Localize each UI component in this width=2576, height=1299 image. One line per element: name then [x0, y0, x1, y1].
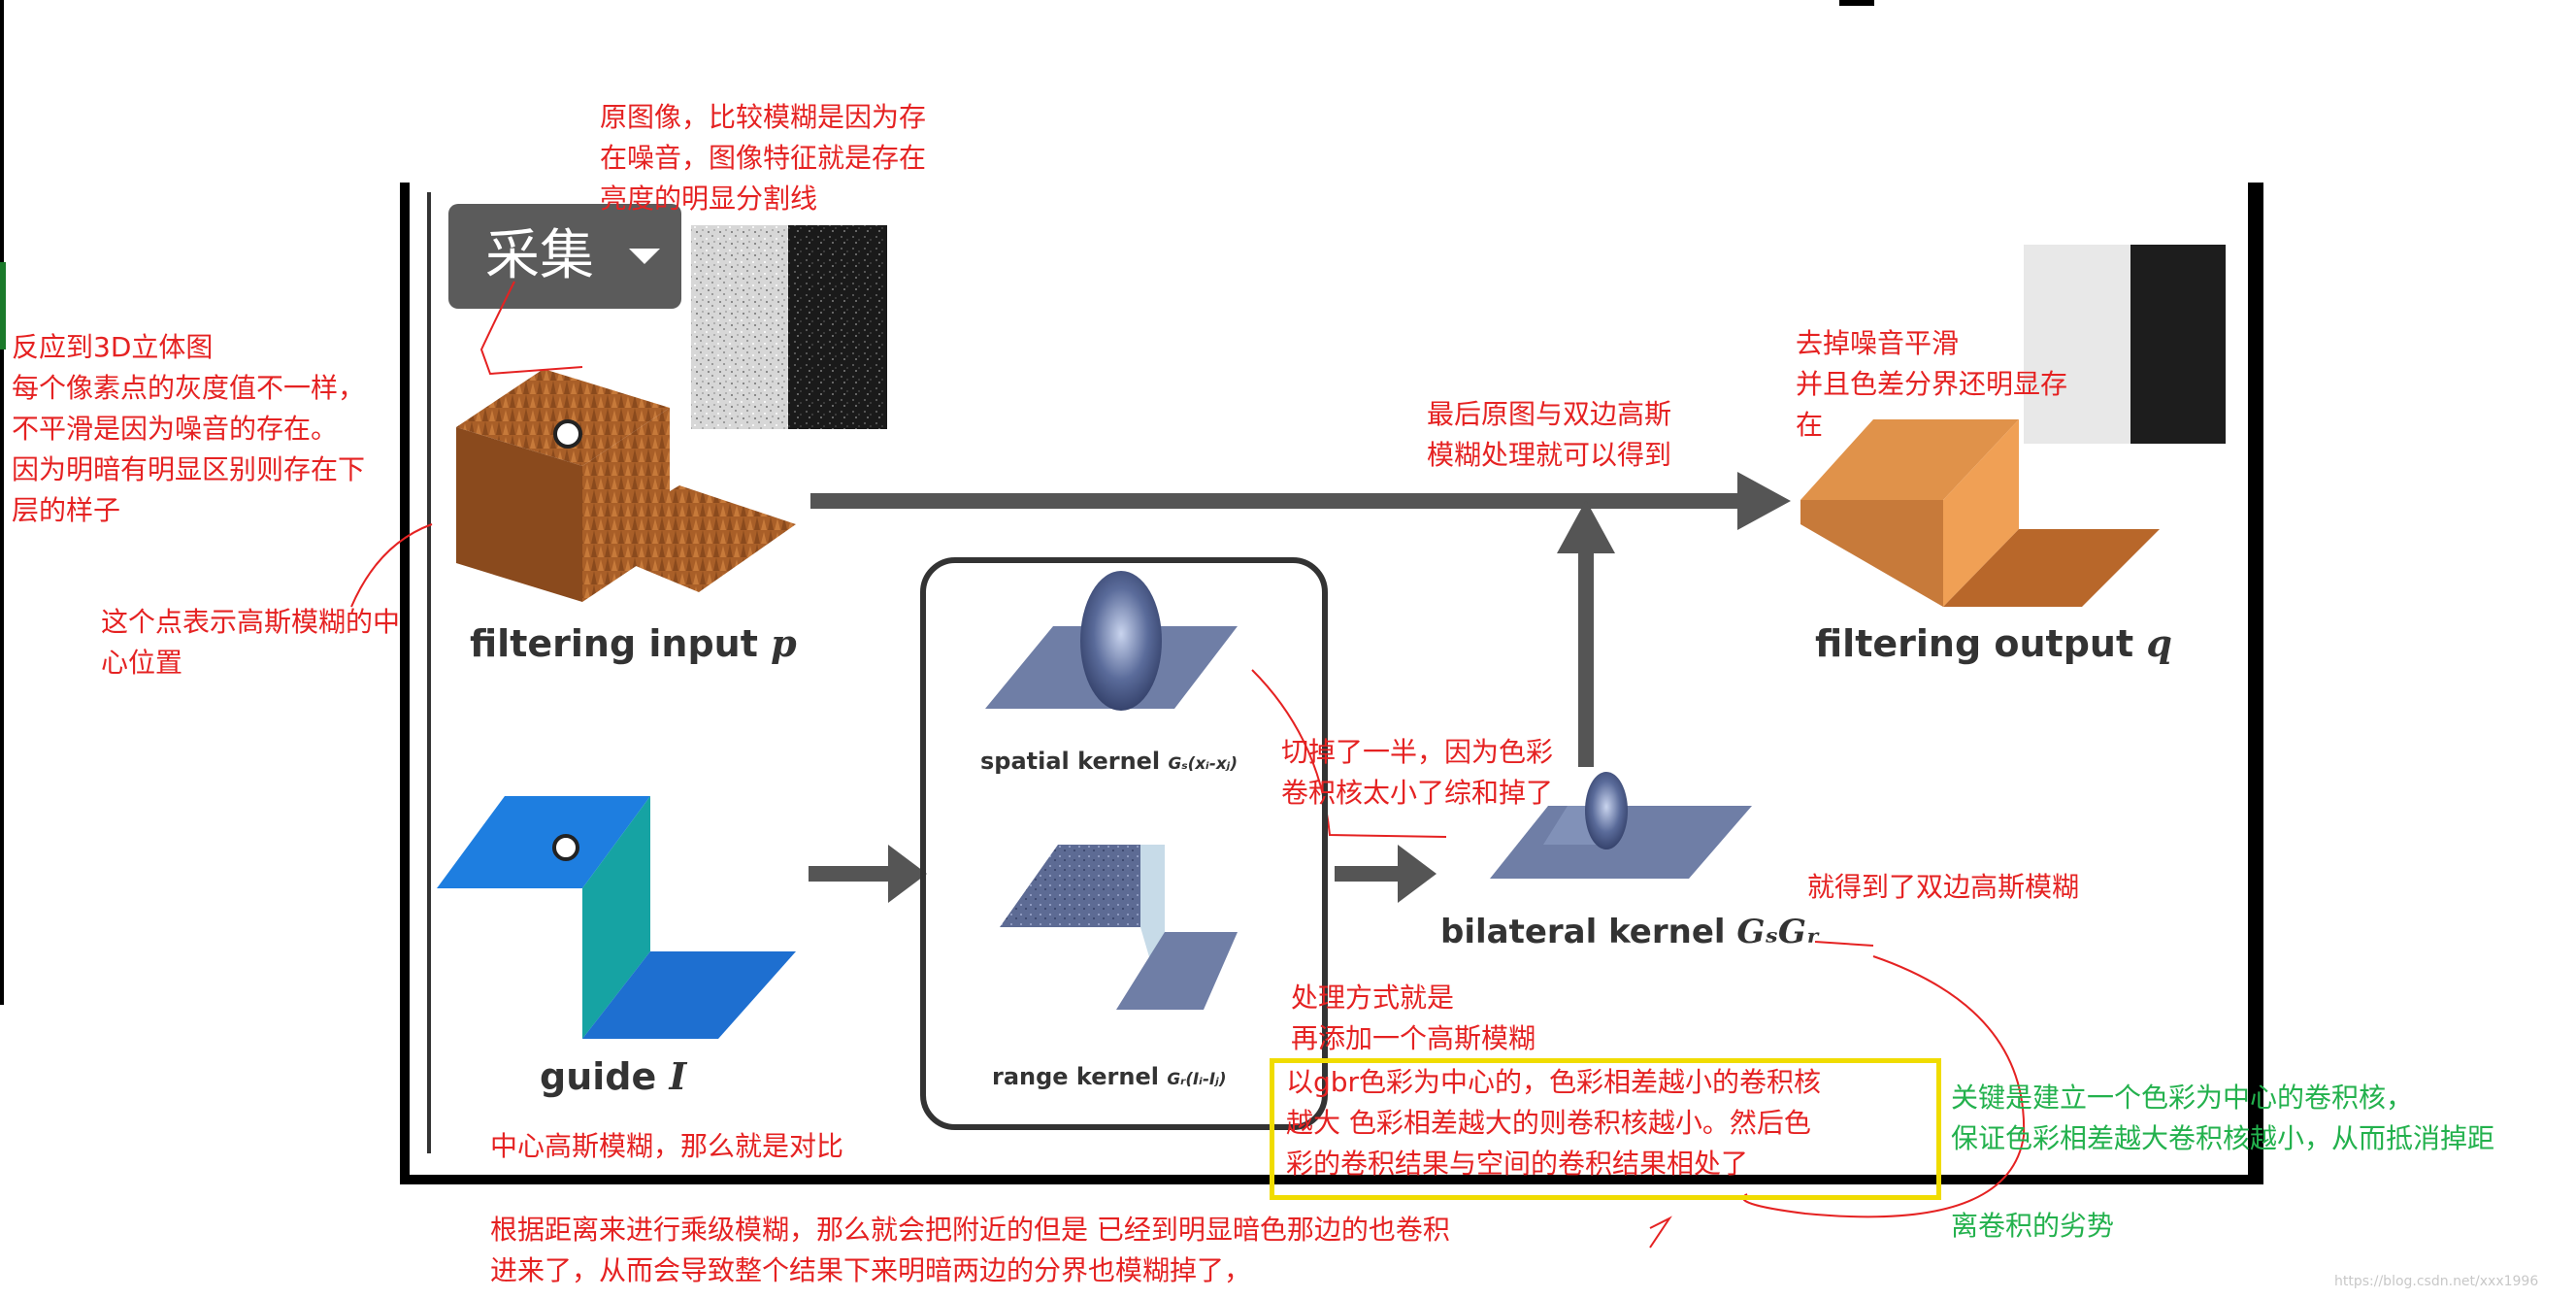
guide-surface: [437, 796, 796, 1039]
bilateral-kernel-plot: [1490, 772, 1752, 879]
frame-inner-line: [427, 192, 431, 1153]
filtering-output-var: q: [2146, 621, 2172, 665]
spatial-kernel-plot: [985, 571, 1238, 711]
range-kernel-label: range kernel Gᵣ(Iᵢ-Iⱼ): [992, 1063, 1227, 1090]
capture-dropdown-label: 采集: [485, 224, 594, 287]
note-key-idea: 关键是建立一个色彩为中心的卷积核， 保证色彩相差越大卷积核越小，从而抵消掉距: [1951, 1082, 2495, 1154]
note-3d-reflection: 反应到3D立体图 每个像素点的灰度值不一样， 不平滑是因为噪音的存在。 因为明暗…: [12, 331, 366, 526]
note-method: 处理方式就是 再添加一个高斯模糊: [1291, 982, 1536, 1054]
note-original-image: 原图像，比较模糊是因为存 在噪音，图像特征就是存在 亮度的明显分割线: [600, 101, 927, 215]
note-final-result: 最后原图与双边高斯 模糊处理就可以得到: [1427, 398, 1672, 471]
kernel-group-box: [920, 557, 1328, 1130]
range-kernel-text: range kernel: [992, 1063, 1159, 1090]
range-kernel-plot: [1000, 845, 1238, 1010]
annotation-pointers: [350, 281, 2026, 1249]
bilateral-kernel-label: bilateral kernel GₛGᵣ: [1440, 913, 1820, 951]
guide-label: guide I: [540, 1054, 686, 1098]
filtering-input-surface: [456, 369, 796, 602]
noisy-input-image: [691, 225, 887, 429]
note-key-idea-end: 离卷积的劣势: [1951, 1210, 2115, 1242]
filtering-output-text: filtering output: [1815, 622, 2134, 665]
note-cut-half: 切掉了一半，因为色彩 卷积核太小了综和掉了: [1281, 736, 1554, 809]
chevron-down-icon: [629, 249, 660, 264]
bilateral-kernel-text: bilateral kernel: [1440, 913, 1726, 951]
note-method-detail: 以gbr色彩为中心的，色彩相差越小的卷积核 越大 色彩相差越大的则卷积核越小。然…: [1286, 1066, 1822, 1180]
green-edge-marker: [0, 262, 6, 350]
filtering-input-var: p: [771, 621, 797, 665]
highlight-box: [1270, 1058, 1941, 1200]
spatial-kernel-text: spatial kernel: [980, 748, 1161, 775]
guide-var: I: [669, 1054, 687, 1098]
note-got-bilateral: 就得到了双边高斯模糊: [1807, 871, 2080, 903]
left-edge-line: [0, 0, 4, 1005]
spatial-kernel-symbol: Gₛ(xᵢ-xⱼ): [1168, 753, 1238, 773]
note-center-blur: 中心高斯模糊，那么就是对比: [490, 1130, 844, 1162]
filtered-output-image: [2024, 245, 2226, 444]
bilateral-kernel-symbol: GₛGᵣ: [1736, 913, 1820, 951]
diagram-arrows: [809, 472, 1791, 903]
watermark: https://blog.csdn.net/xxx1996: [2334, 1274, 2539, 1289]
range-kernel-symbol: Gᵣ(Iᵢ-Iⱼ): [1167, 1069, 1227, 1088]
top-edge-mark: [1839, 0, 1874, 6]
filtering-output-surface: [1800, 419, 2160, 607]
filtering-output-label: filtering output q: [1815, 621, 2172, 665]
note-denoise: 去掉噪音平滑 并且色差分界还明显存 在: [1796, 327, 2068, 441]
filtering-input-text: filtering input: [470, 622, 758, 665]
spatial-kernel-label: spatial kernel Gₛ(xᵢ-xⱼ): [980, 748, 1238, 775]
note-distance-blur: 根据距离来进行乘级模糊，那么就会把附近的但是 已经到明显暗色那边的也卷积 进来了…: [490, 1214, 1450, 1286]
guide-text: guide: [540, 1055, 657, 1098]
filtering-input-label: filtering input p: [470, 621, 797, 665]
note-center-point: 这个点表示高斯模糊的中 心位置: [101, 606, 401, 679]
capture-dropdown[interactable]: 采集: [448, 204, 681, 309]
